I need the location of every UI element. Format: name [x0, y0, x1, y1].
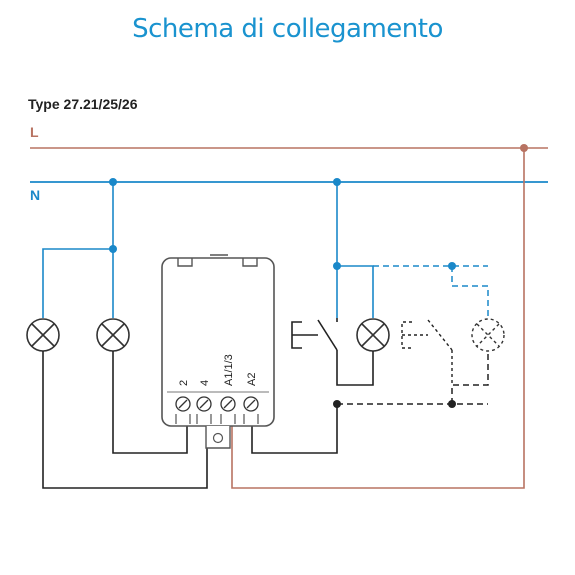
- lamp-icon: [26, 318, 60, 352]
- push-button-icon: [401, 319, 453, 385]
- live-return-wire: [231, 148, 525, 489]
- push-button-icon: [291, 318, 338, 351]
- terminal-label: 2: [178, 380, 190, 386]
- terminal-label: A2: [246, 373, 258, 386]
- type-label: Type 27.21/25/26: [28, 96, 138, 112]
- relay-device-icon: 2 4 A1/1/3 A2: [161, 254, 275, 449]
- neutral-line-label: N: [30, 187, 40, 203]
- lamp-icon: [356, 318, 390, 352]
- terminal-screws: [175, 396, 259, 412]
- lamp-return-wires: [42, 350, 374, 489]
- terminal-label: A1/1/3: [223, 354, 235, 386]
- lamp-icon: [96, 318, 130, 352]
- neutral-dashed-wires: [373, 265, 489, 318]
- dashed-return-wires: [337, 351, 489, 405]
- lamp-icon: [471, 318, 505, 352]
- live-line-label: L: [30, 124, 39, 140]
- terminal-label: 4: [199, 380, 211, 386]
- diagram-title: Schema di collegamento: [132, 14, 443, 44]
